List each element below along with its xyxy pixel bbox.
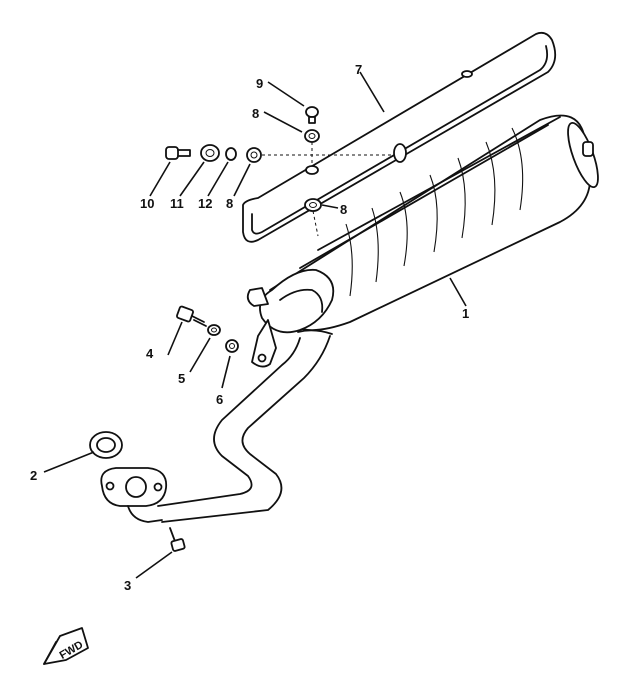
callout-9: 9 (256, 76, 263, 91)
flange-bolt (169, 527, 186, 552)
protector-hole (305, 165, 319, 175)
spacer (225, 147, 237, 161)
protector-washer-8-top (304, 129, 320, 143)
callout-5: 5 (178, 371, 185, 386)
callout-2: 2 (30, 468, 37, 483)
leader-8-left (233, 163, 251, 197)
exhaust-pipe (100, 329, 333, 523)
callout-8-left: 8 (226, 196, 233, 211)
callout-6: 6 (216, 392, 223, 407)
forward-direction-marker: FWD (43, 627, 89, 665)
muffler (246, 114, 599, 368)
protector-washer-8-bottom (304, 198, 322, 212)
callout-1: 1 (462, 306, 469, 321)
callout-7: 7 (355, 62, 362, 77)
protector-bolt (165, 146, 191, 160)
bracket-bolt (176, 305, 207, 327)
protector-screw (305, 106, 319, 124)
callout-10: 10 (140, 196, 154, 211)
leader-12 (207, 161, 229, 197)
callout-11: 11 (170, 196, 184, 211)
leader-10 (149, 161, 171, 197)
leader-lines (43, 71, 467, 579)
assembly-line-bottom (312, 210, 319, 237)
protector-washer-8-left (246, 147, 262, 163)
bracket-washer-6 (225, 339, 239, 353)
leader-11 (179, 161, 205, 197)
collar (200, 144, 220, 162)
callout-12: 12 (198, 196, 212, 211)
callout-8-lower: 8 (340, 202, 347, 217)
bracket-washer-5 (207, 324, 221, 336)
muffler-protector (242, 31, 557, 243)
callout-3: 3 (124, 578, 131, 593)
exhaust-gasket (89, 431, 123, 459)
callout-8-upper: 8 (252, 106, 259, 121)
callout-4: 4 (146, 346, 154, 361)
